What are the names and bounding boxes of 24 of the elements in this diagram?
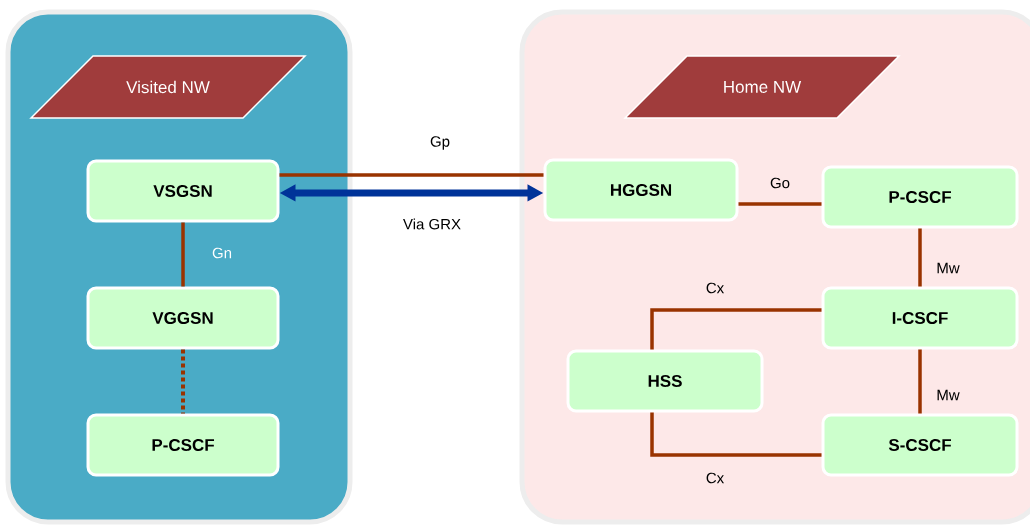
edge-label: Go — [770, 177, 790, 189]
connector — [918, 228, 922, 287]
edge-label: Mw — [937, 389, 960, 401]
process-box: VGGSN — [86, 286, 280, 350]
connector — [738, 202, 822, 206]
connector — [918, 349, 922, 414]
process-box: VSGSN — [86, 159, 280, 223]
process-box: S-CSCF — [821, 413, 1019, 477]
connector — [650, 412, 822, 457]
connector — [181, 349, 185, 414]
connector — [279, 173, 544, 177]
edge-label: Cx — [706, 472, 724, 484]
process-box: I-CSCF — [821, 286, 1019, 350]
process-box: HGGSN — [543, 158, 739, 222]
edge-label: Gp — [430, 136, 450, 150]
edge-label: Mw — [937, 262, 960, 274]
edge-label: Cx — [706, 282, 724, 294]
process-box: P-CSCF — [821, 165, 1019, 229]
edge-label: Via GRX — [403, 218, 461, 230]
connector — [181, 222, 185, 287]
process-box: P-CSCF — [86, 413, 280, 477]
process-box: HSS — [566, 349, 764, 413]
connector — [650, 308, 822, 350]
edge-label: Gn — [212, 247, 232, 259]
